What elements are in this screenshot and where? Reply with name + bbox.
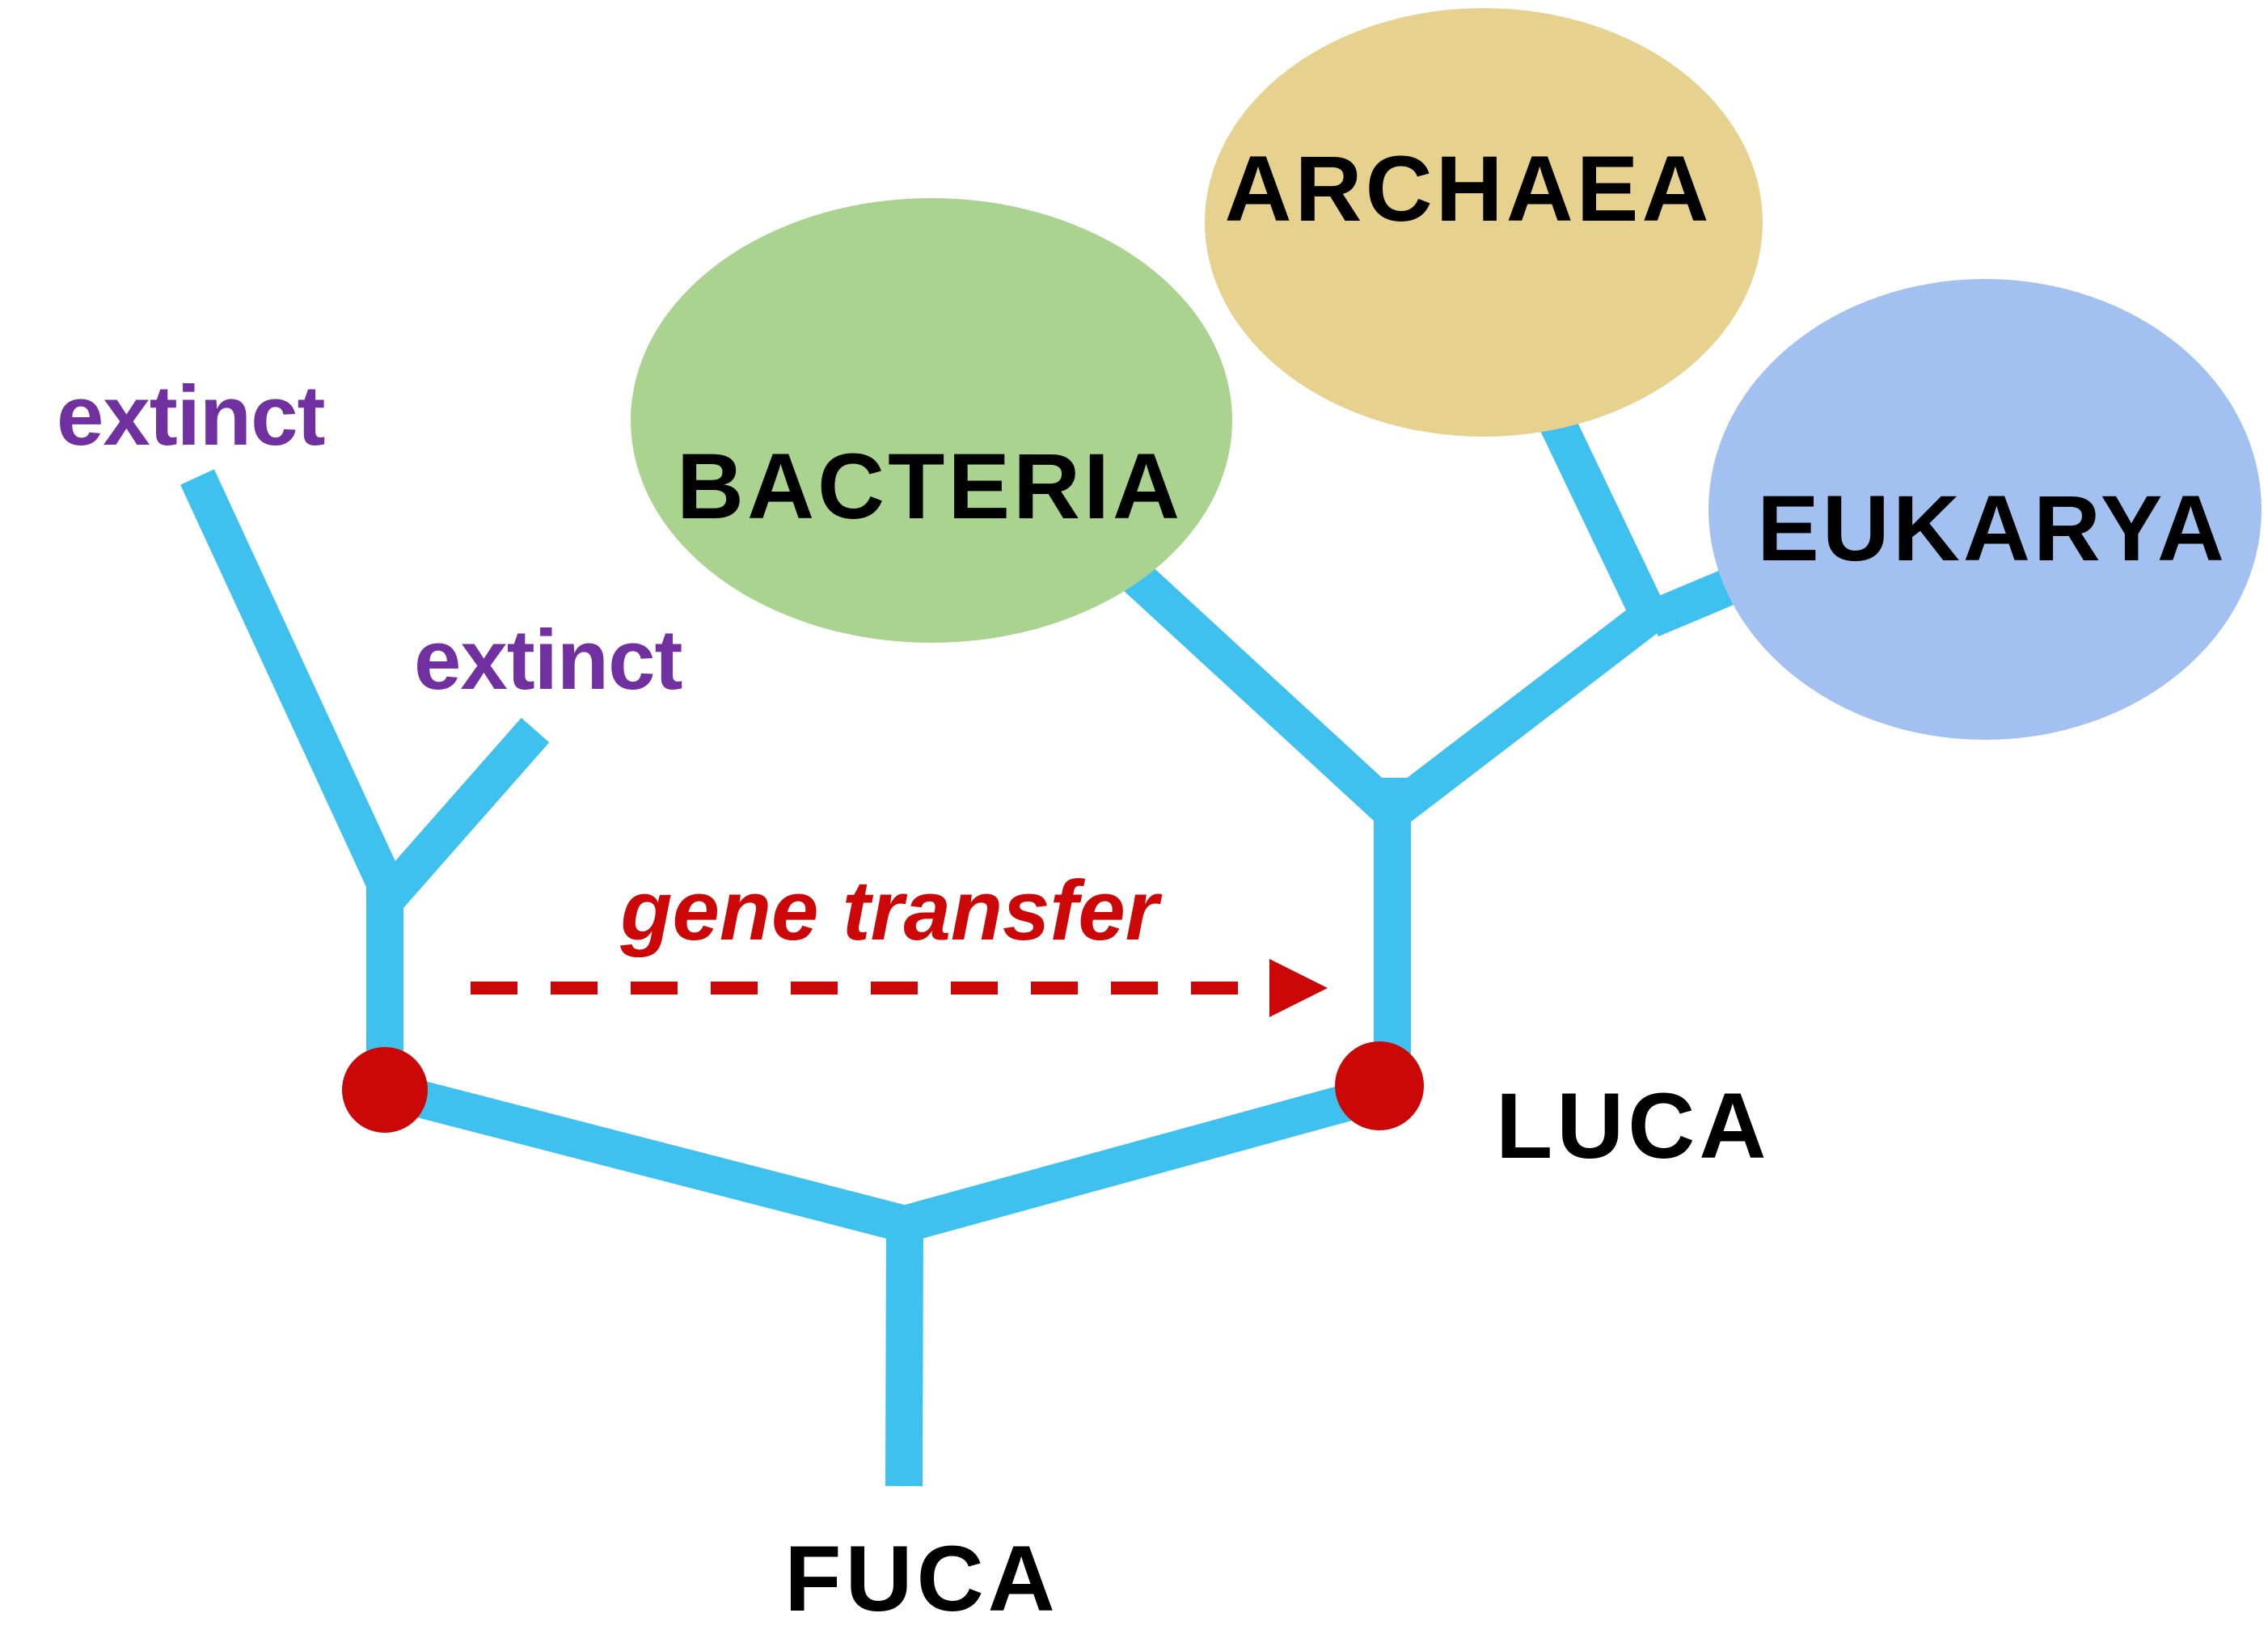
archaea-ellipse xyxy=(1205,8,1763,437)
gene-transfer-label: gene transfer xyxy=(619,864,1162,958)
archaea-label: ARCHAEA xyxy=(1225,137,1713,241)
extinct-lower-label: extinct xyxy=(414,613,682,707)
ancestor-nodes xyxy=(342,1041,1424,1133)
extinct-side-branch xyxy=(372,717,550,912)
tree-branches xyxy=(180,408,1814,1487)
extinct-lineage-node-dot xyxy=(342,1047,428,1133)
eukarya-ellipse xyxy=(1708,279,2262,740)
eukarya-label: EUKARYA xyxy=(1757,477,2228,581)
extinct-upper-label: extinct xyxy=(57,369,324,463)
fuca-left-branch-and-stem xyxy=(380,1071,924,1487)
extinct-trunk-branch xyxy=(180,469,403,1090)
domain-ellipses xyxy=(631,8,2262,740)
archaea-eukarya-trunk xyxy=(1381,597,1666,828)
diagram-labels: extinct extinct BACTERIA ARCHAEA EUKARYA… xyxy=(57,137,2228,1630)
fuca-to-luca-branch xyxy=(899,1073,1393,1243)
fuca-label: FUCA xyxy=(784,1527,1058,1630)
bacteria-branch xyxy=(1107,548,1405,826)
gene-transfer-arrowhead-icon xyxy=(1269,959,1328,1017)
luca-label: LUCA xyxy=(1496,1075,1770,1178)
archaea-branch xyxy=(1537,408,1668,627)
gene-transfer-arrow xyxy=(471,959,1328,1017)
bacteria-ellipse xyxy=(631,198,1232,643)
luca-node-dot xyxy=(1335,1041,1424,1130)
bacteria-label: BACTERIA xyxy=(677,435,1183,538)
